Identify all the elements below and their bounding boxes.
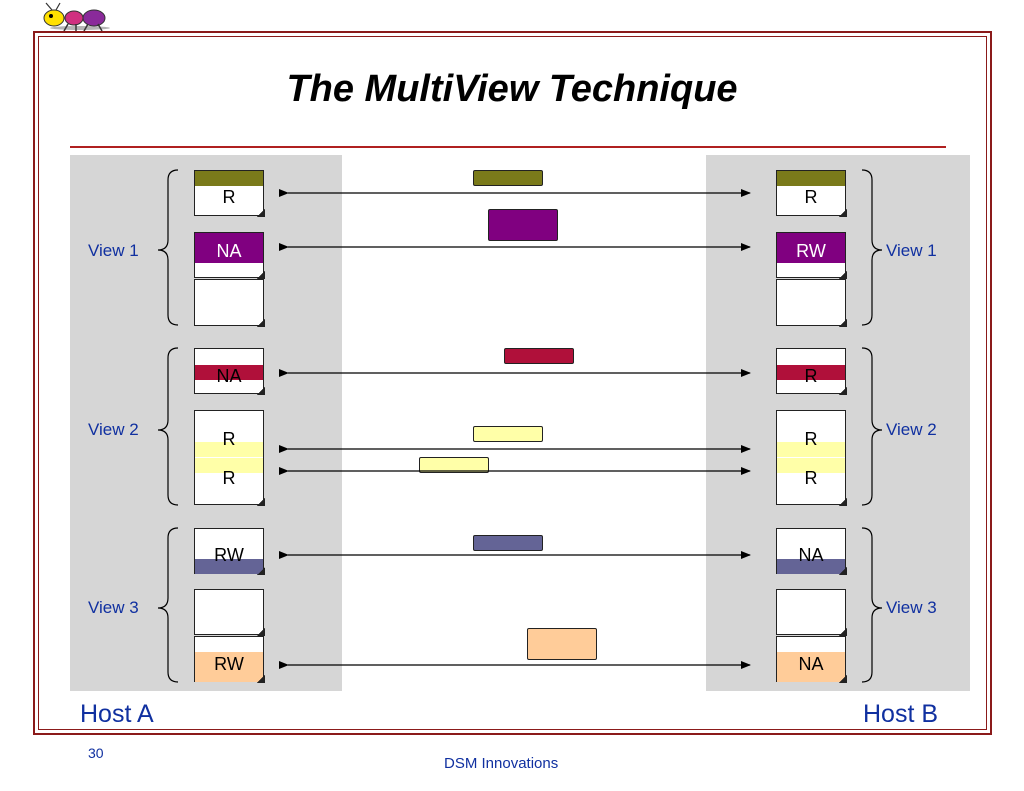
view-label-right-3: View 3: [886, 598, 937, 617]
slide-frame-outer: [33, 31, 992, 735]
page-access-label: NA: [798, 545, 824, 565]
host-a-view3-page3: RW: [194, 636, 265, 683]
host-a-view1-page2: NA: [194, 232, 265, 279]
view-label-left-1: View 1: [88, 241, 139, 260]
olive-band: [195, 171, 263, 186]
shared-object-crimson: [504, 348, 574, 364]
host-b-view1-page2: RW: [776, 232, 847, 279]
crimson-band: [777, 365, 845, 380]
shared-object-peach: [527, 628, 597, 660]
host-a-view2-page2: R R: [194, 410, 265, 506]
host-b-view3-page2: [776, 589, 847, 636]
page-access-label: R: [804, 366, 818, 386]
host-a-view3-page2: [194, 589, 265, 636]
page-access-label: R: [804, 429, 818, 449]
purple-band: [777, 233, 845, 263]
slate-band: [195, 559, 263, 574]
page-access-label: NA: [216, 241, 242, 261]
yellow-band: [777, 458, 845, 473]
slide-number: 30: [88, 745, 104, 761]
view-label-left-3: View 3: [88, 598, 139, 617]
page-access-label: R: [804, 468, 818, 488]
page-access-label: R: [222, 468, 236, 488]
ant-logo: [40, 2, 115, 32]
view-label-right-2: View 2: [886, 420, 937, 439]
olive-band: [777, 171, 845, 186]
shared-object-slate: [473, 535, 543, 551]
right-brace-view2: [861, 347, 883, 506]
right-brace-view3: [861, 527, 883, 683]
host-b-view1-page1: R: [776, 170, 847, 217]
yellow-band: [777, 442, 845, 457]
host-a-view3-page1: RW: [194, 528, 265, 575]
peach-band: [195, 652, 263, 682]
yellow-band: [195, 442, 263, 457]
left-brace-view2: [157, 347, 179, 506]
host-a-view2-page1: NA: [194, 348, 265, 395]
host-a-view1-page3: [194, 279, 265, 327]
host-b-label: Host B: [863, 700, 939, 728]
footer-text: DSM Innovations: [444, 755, 559, 772]
crimson-band: [195, 365, 263, 380]
host-b-view2-page1: R: [776, 348, 847, 395]
host-b-view1-page3: [776, 279, 847, 327]
page-access-label: NA: [216, 366, 242, 386]
host-b-view3-page3: NA: [776, 636, 847, 683]
shared-object-purple: [488, 209, 558, 241]
page-access-label: RW: [214, 654, 244, 674]
purple-band: [195, 233, 263, 263]
left-brace-view1: [157, 169, 179, 326]
host-b-view2-page2: R R: [776, 410, 847, 506]
slide-frame-inner: [38, 36, 987, 730]
page-access-label: RW: [214, 545, 244, 565]
yellow-band: [195, 458, 263, 473]
shared-object-yellow-1: [473, 426, 543, 442]
page-access-label: NA: [798, 654, 824, 674]
left-brace-view3: [157, 527, 179, 683]
slide-title: The MultiView Technique: [286, 68, 738, 110]
host-a-view1-page1: R: [194, 170, 265, 217]
page-access-label: R: [222, 429, 236, 449]
slate-band: [777, 559, 845, 574]
shared-object-olive: [473, 170, 543, 186]
peach-band: [777, 652, 845, 682]
title-underline: [70, 146, 946, 148]
host-a-label: Host A: [80, 700, 154, 728]
page-access-label: R: [804, 187, 818, 207]
page-access-label: RW: [796, 241, 826, 261]
right-brace-view1: [861, 169, 883, 326]
view-label-right-1: View 1: [886, 241, 937, 260]
host-b-view3-page1: NA: [776, 528, 847, 575]
view-label-left-2: View 2: [88, 420, 139, 439]
page-access-label: R: [222, 187, 236, 207]
